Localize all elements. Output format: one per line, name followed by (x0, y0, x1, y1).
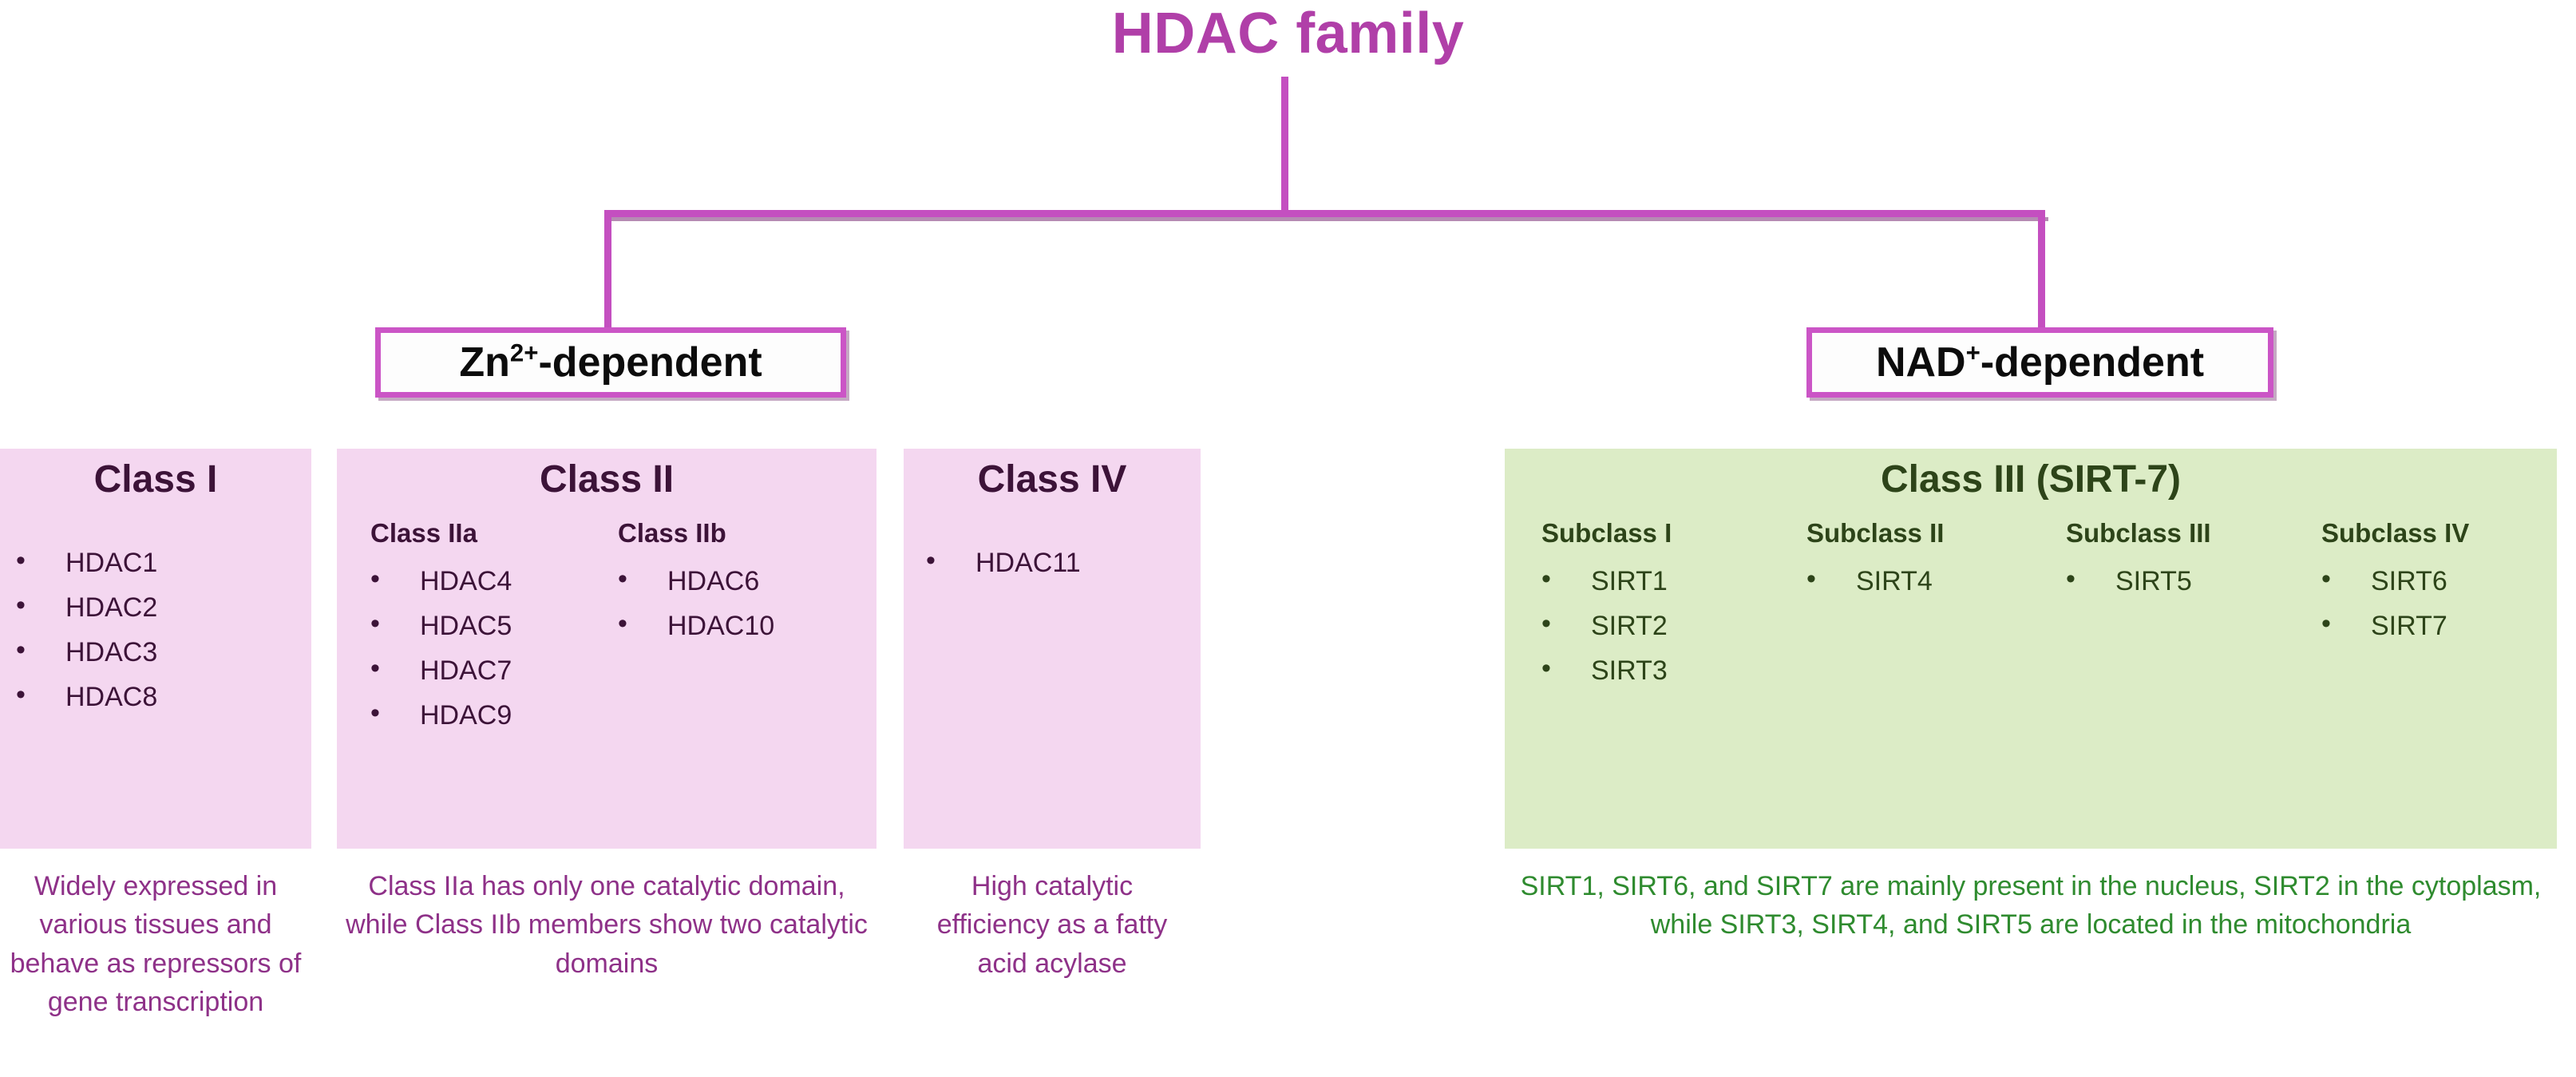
list-item: SIRT7 (2321, 610, 2553, 639)
column-subclass-iv: Subclass IV SIRT6 SIRT7 (2321, 519, 2553, 701)
column-head-subclass-i: Subclass I (1541, 518, 1672, 548)
connector-horizontal-bus-shadow (609, 217, 2048, 221)
panel-class-iii: Class III (SIRT-7) Subclass I SIRT1 SIRT… (1505, 449, 2557, 849)
list-class-iv: HDAC11 (926, 547, 1081, 576)
list-item: HDAC4 (370, 565, 618, 595)
list-item: SIRT5 (2066, 565, 2321, 595)
page-title: HDAC family (1111, 2, 1465, 65)
panel-class-i-title: Class I (93, 458, 218, 501)
list-item: HDAC5 (370, 610, 618, 639)
list-class-iia: HDAC4 HDAC5 HDAC7 HDAC9 (370, 565, 618, 729)
column-head-subclass-ii: Subclass II (1806, 518, 1945, 548)
column-subclass-ii: Subclass II SIRT4 (1806, 519, 2066, 701)
list-item: SIRT4 (1806, 565, 2066, 595)
connector-drop-right (2038, 210, 2045, 334)
list-item: HDAC2 (16, 592, 157, 621)
panel-class-ii-title: Class II (539, 458, 675, 501)
list-item: HDAC8 (16, 681, 157, 711)
connector-horizontal-bus (604, 210, 2045, 217)
column-subclass-iii: Subclass III SIRT5 (2066, 519, 2321, 701)
list-subclass-i: SIRT1 SIRT2 SIRT3 (1541, 565, 1806, 684)
list-item: SIRT1 (1541, 565, 1806, 595)
list-item: HDAC9 (370, 699, 618, 729)
list-item: SIRT6 (2321, 565, 2553, 595)
column-class-iv: HDAC11 (926, 547, 1081, 594)
list-item: HDAC6 (618, 565, 857, 595)
column-class-i: HDAC1 HDAC2 HDAC3 HDAC8 (16, 547, 157, 728)
column-class-iia: Class IIa HDAC4 HDAC5 HDAC7 HDAC9 (370, 519, 618, 746)
column-head-subclass-iii: Subclass III (2066, 518, 2211, 548)
panel-class-iv: Class IV HDAC11 (904, 449, 1201, 849)
panel-class-iii-title: Class III (SIRT-7) (1880, 458, 2182, 501)
list-subclass-ii: SIRT4 (1806, 565, 2066, 595)
list-class-i: HDAC1 HDAC2 HDAC3 HDAC8 (16, 547, 157, 711)
caption-class-i: Widely expressed in various tissues and … (10, 871, 302, 1017)
list-item: SIRT2 (1541, 610, 1806, 639)
list-item: HDAC11 (926, 547, 1081, 576)
column-head-class-iia: Class IIa (370, 518, 477, 548)
list-item: HDAC1 (16, 547, 157, 576)
caption-class-ii: Class IIa has only one catalytic domain,… (346, 871, 868, 979)
list-item: SIRT3 (1541, 655, 1806, 684)
column-head-class-iib: Class IIb (618, 518, 726, 548)
list-item: HDAC7 (370, 655, 618, 684)
panel-class-i: Class I HDAC1 HDAC2 HDAC3 HDAC8 (0, 449, 311, 849)
column-class-iib: Class IIb HDAC6 HDAC10 (618, 519, 857, 746)
caption-class-iv: High catalytic efficiency as a fatty aci… (936, 871, 1168, 979)
zn-dependent-box[interactable]: Zn2+-dependent (375, 327, 846, 398)
list-class-iib: HDAC6 HDAC10 (618, 565, 857, 639)
connector-trunk-vertical (1281, 77, 1288, 216)
panel-class-ii: Class II Class IIa HDAC4 HDAC5 HDAC7 HDA… (337, 449, 876, 849)
column-subclass-i: Subclass I SIRT1 SIRT2 SIRT3 (1541, 519, 1806, 701)
connector-drop-left (604, 210, 611, 334)
list-subclass-iii: SIRT5 (2066, 565, 2321, 595)
nad-dependent-box[interactable]: NAD+-dependent (1806, 327, 2273, 398)
list-item: HDAC3 (16, 636, 157, 666)
panel-class-iv-title: Class IV (977, 458, 1127, 501)
zn-dependent-label: Zn2+-dependent (459, 339, 762, 386)
nad-dependent-label: NAD+-dependent (1875, 339, 2205, 386)
column-head-subclass-iv: Subclass IV (2321, 518, 2470, 548)
list-item: HDAC10 (618, 610, 857, 639)
list-subclass-iv: SIRT6 SIRT7 (2321, 565, 2553, 639)
caption-class-iii: SIRT1, SIRT6, and SIRT7 are mainly prese… (1520, 871, 2542, 940)
